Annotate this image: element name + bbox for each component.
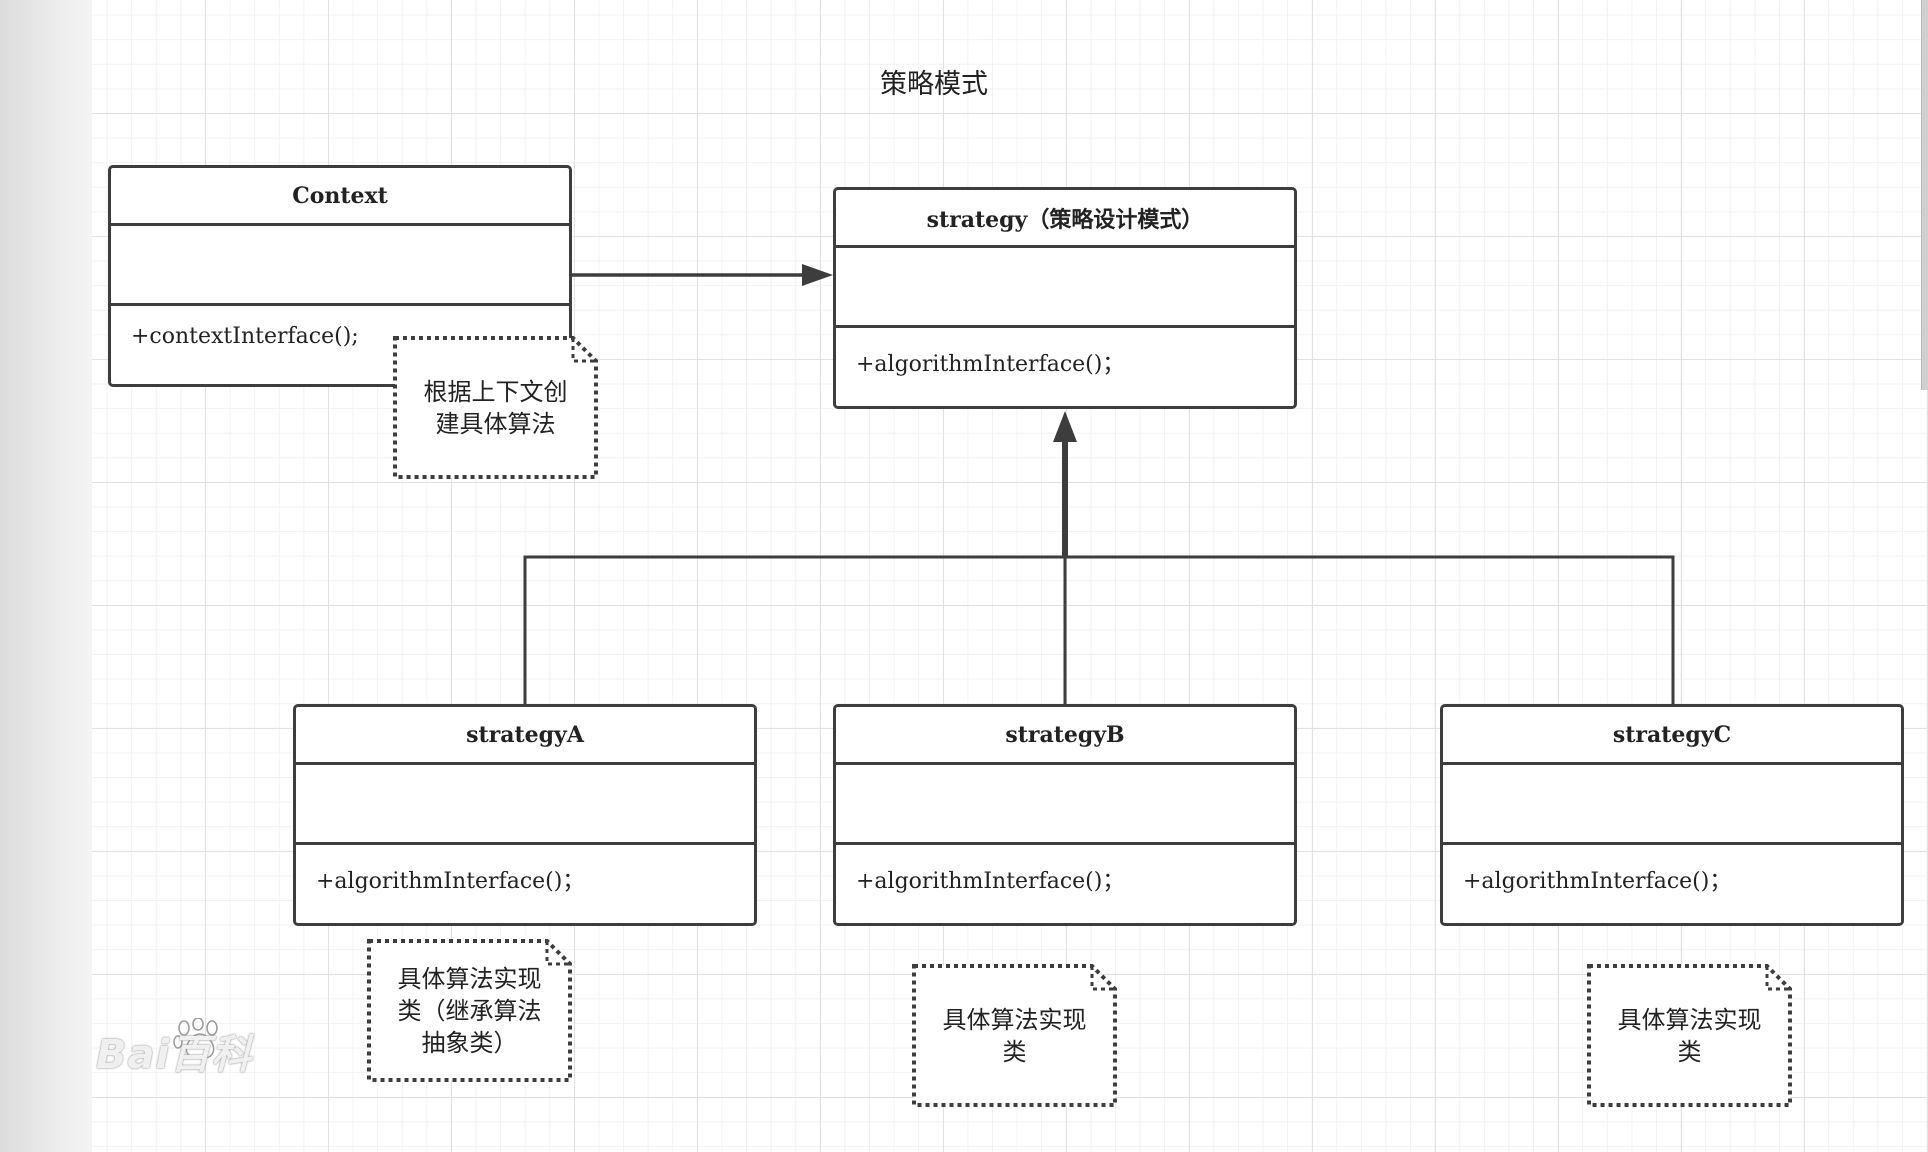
class-operation: +algorithmInterface()；: [856, 352, 1125, 377]
note-shape: [393, 336, 598, 479]
baidu-paw-logo-icon: [173, 1018, 218, 1059]
class-operation: +contextInterface();: [131, 324, 359, 349]
note-text: 根据上下文创 建具体算法: [414, 376, 578, 440]
note-line: 建具体算法: [435, 409, 556, 438]
note-line: 类: [1677, 1037, 1702, 1066]
class-name: strategyC: [1443, 707, 1901, 765]
note-text: 具体算法实现 类: [1608, 1004, 1772, 1068]
inheritance-line-a: [523, 555, 1065, 706]
note-shape: [1587, 964, 1792, 1107]
class-operation: +algorithmInterface()；: [856, 869, 1125, 894]
note-strategy-b[interactable]: 具体算法实现 类: [912, 964, 1117, 1107]
class-operation: +algorithmInterface()；: [1463, 869, 1732, 894]
note-shape: [912, 964, 1117, 1107]
class-attributes: [296, 765, 754, 845]
note-line: 类（继承算法: [397, 996, 542, 1025]
class-name: strategyB: [836, 707, 1294, 765]
inheritance-line-c: [1065, 555, 1675, 706]
note-strategy-a[interactable]: 具体算法实现 类（继承算法 抽象类）: [367, 939, 572, 1082]
class-operation: +algorithmInterface()；: [316, 869, 585, 894]
note-line: 具体算法实现: [397, 964, 542, 993]
note-line: 具体算法实现: [942, 1005, 1087, 1034]
class-name: Context: [111, 168, 569, 226]
note-shape: [367, 939, 572, 1082]
class-attributes: [836, 765, 1294, 845]
class-strategy-c[interactable]: strategyC +algorithmInterface()；: [1440, 704, 1904, 926]
scrollbar-edge[interactable]: [1921, 0, 1928, 390]
class-attributes: [1443, 765, 1901, 845]
class-strategy[interactable]: strategy（策略设计模式） +algorithmInterface()；: [833, 187, 1297, 409]
class-attributes: [111, 226, 569, 306]
note-context[interactable]: 根据上下文创 建具体算法: [393, 336, 598, 479]
class-strategy-a[interactable]: strategyA +algorithmInterface()；: [293, 704, 757, 926]
note-strategy-c[interactable]: 具体算法实现 类: [1587, 964, 1792, 1107]
inheritance-arrowhead: [1053, 411, 1077, 442]
note-line: 具体算法实现: [1617, 1005, 1762, 1034]
class-name: strategy（策略设计模式）: [836, 190, 1294, 248]
note-text: 具体算法实现 类（继承算法 抽象类）: [388, 963, 552, 1059]
note-line: 抽象类）: [421, 1028, 518, 1057]
diagram-title: 策略模式: [880, 69, 988, 100]
class-attributes: [836, 248, 1294, 328]
left-margin: [0, 0, 92, 1152]
association-arrowhead: [802, 264, 833, 286]
class-name: strategyA: [296, 707, 754, 765]
note-line: 根据上下文创: [423, 377, 568, 406]
note-line: 类: [1002, 1037, 1027, 1066]
note-text: 具体算法实现 类: [933, 1004, 1097, 1068]
class-strategy-b[interactable]: strategyB +algorithmInterface()；: [833, 704, 1297, 926]
baidu-baike-watermark: Bai百科: [96, 1032, 253, 1078]
